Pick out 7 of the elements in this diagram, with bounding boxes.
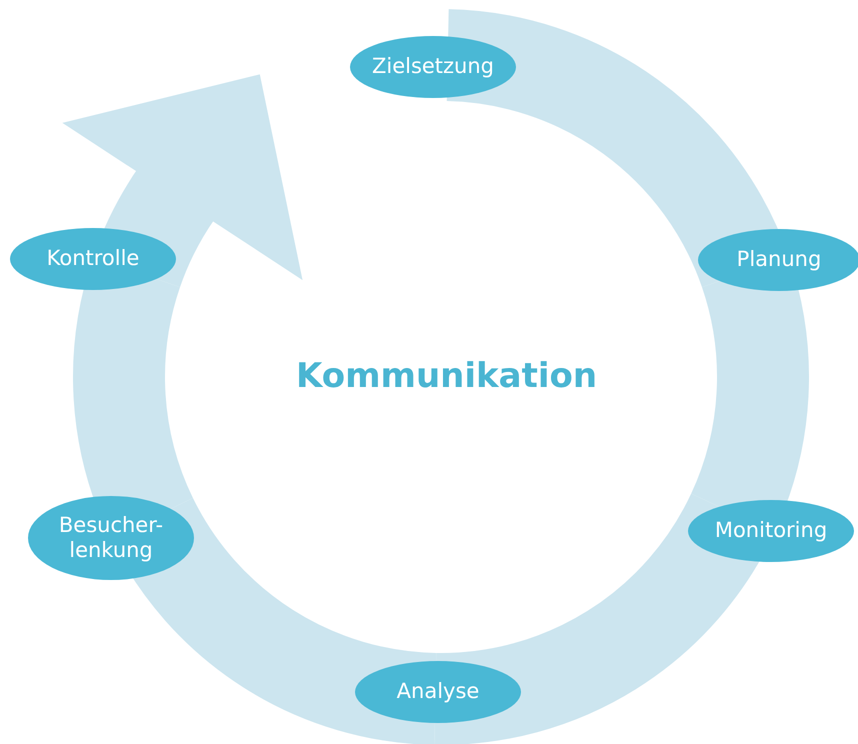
stage-label: Planung [736,247,822,273]
stage-label: Monitoring [714,518,828,544]
stage-label: Besucher- lenkung [58,512,164,564]
stage-label: Kontrolle [46,246,140,272]
stage-label: Zielsetzung [372,54,494,80]
center-title: Kommunikation [296,356,598,396]
stage-label: Analyse [396,679,480,705]
